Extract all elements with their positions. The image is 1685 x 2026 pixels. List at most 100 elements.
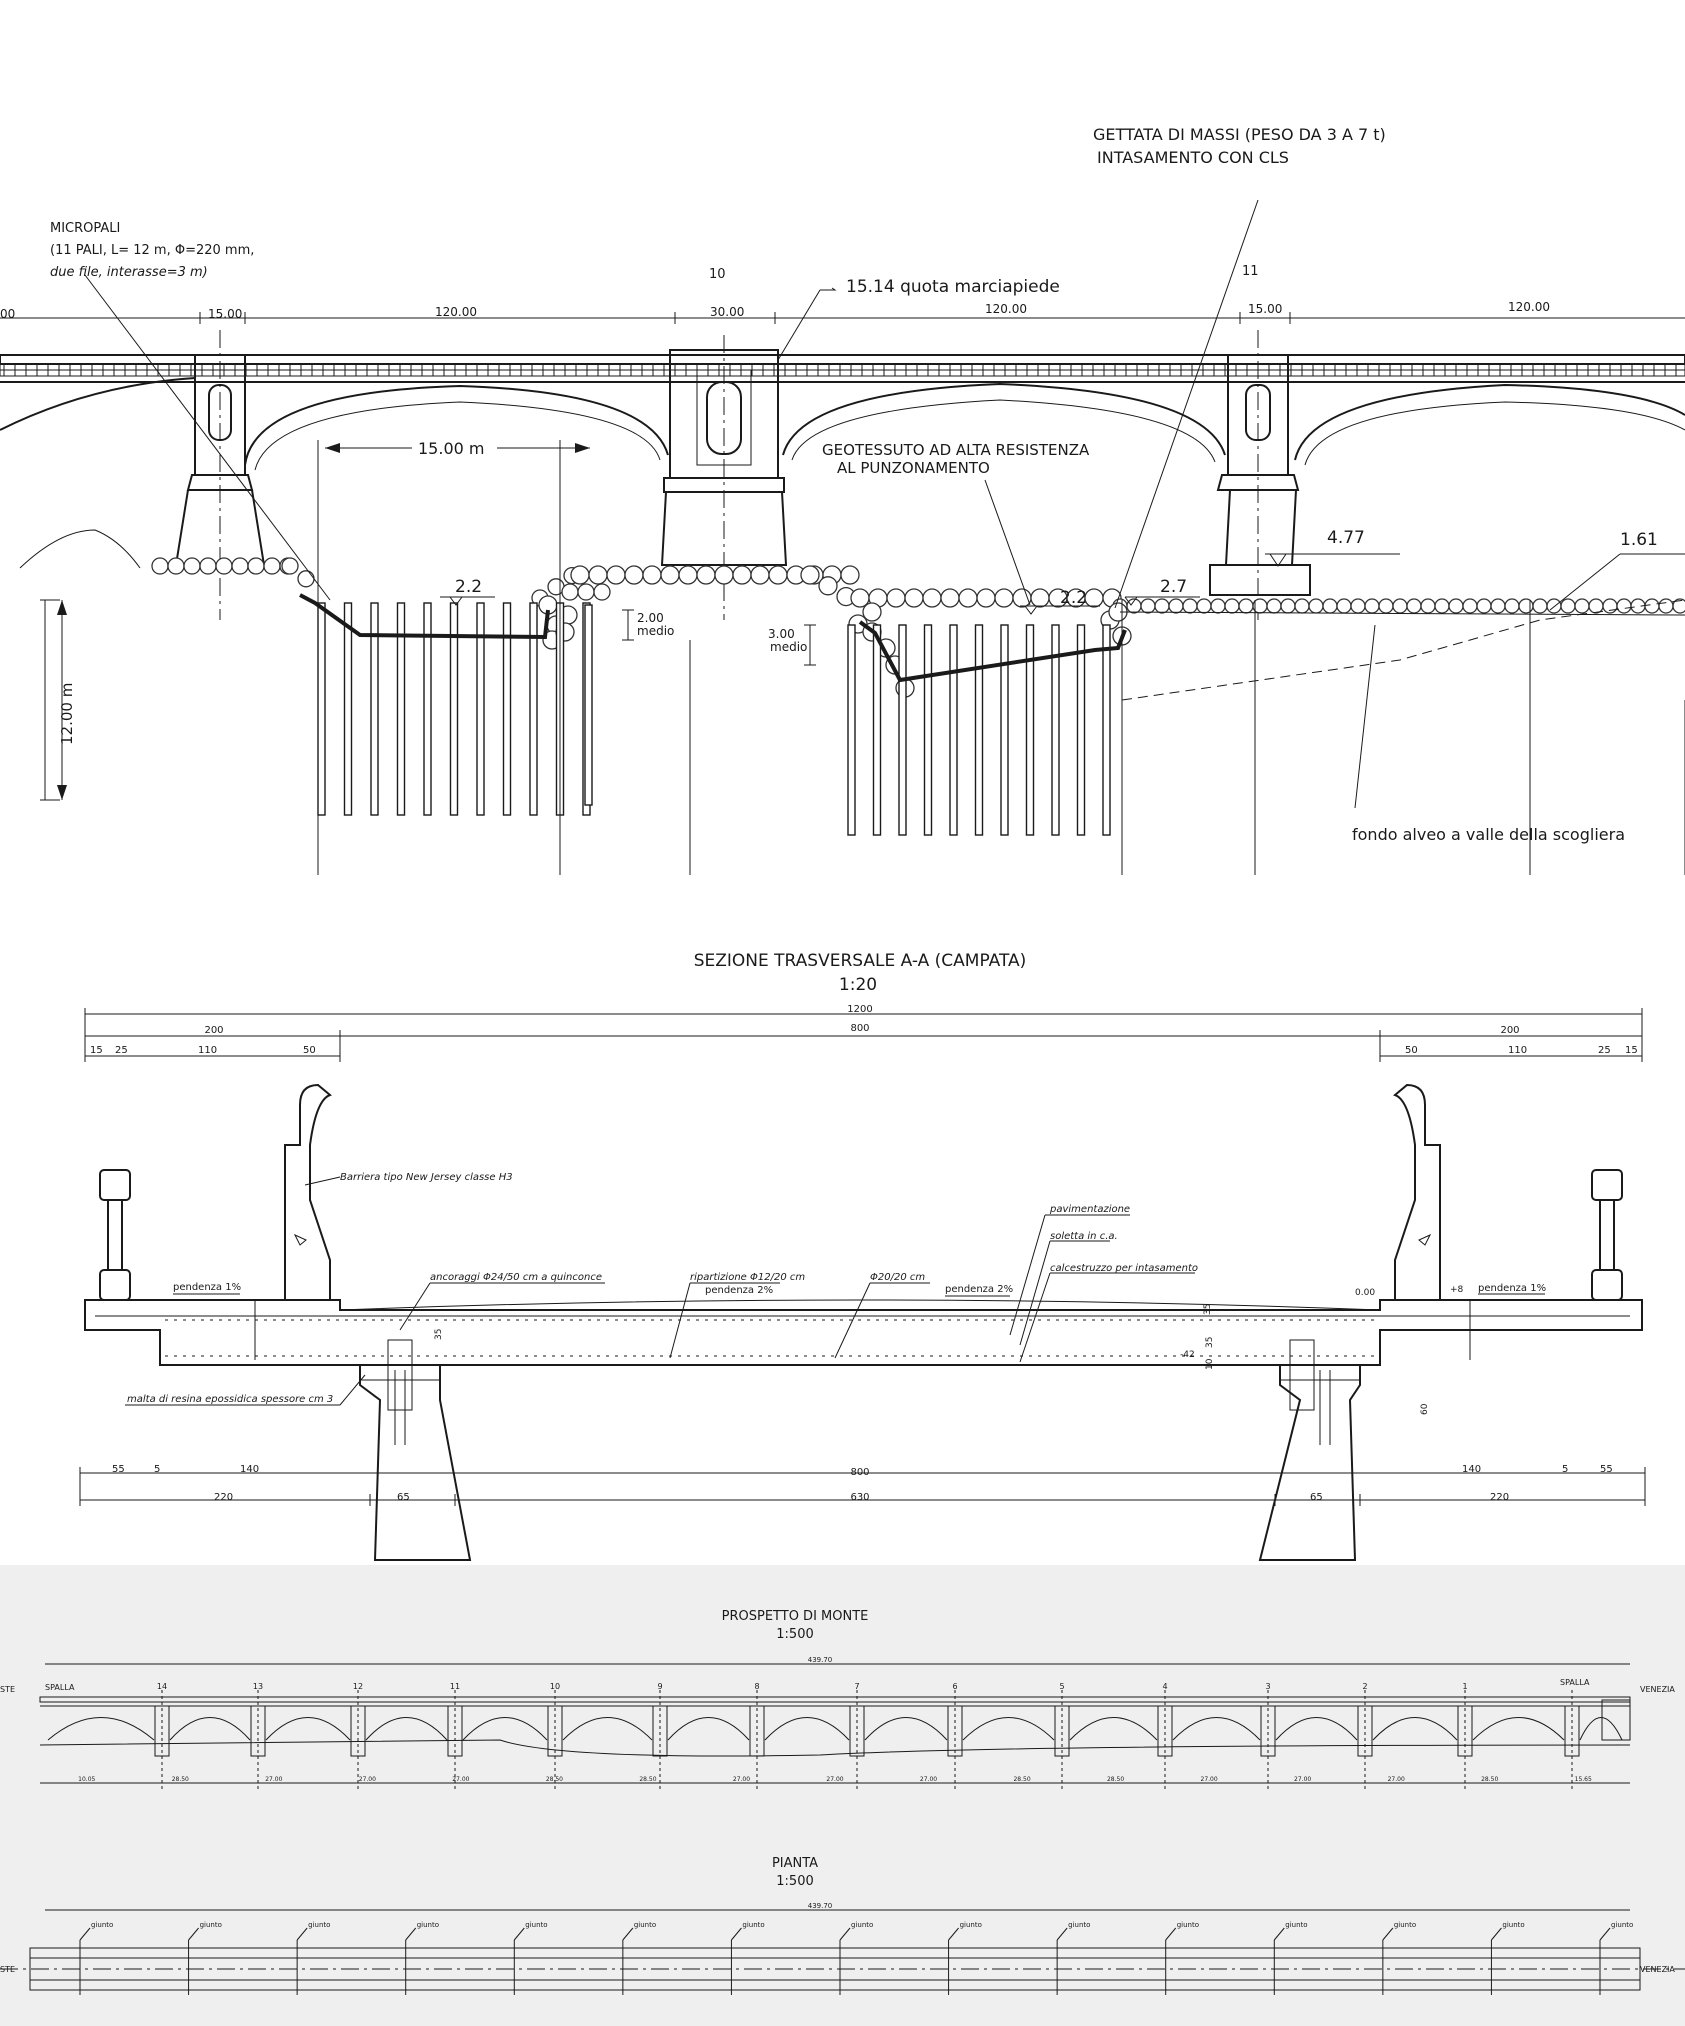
dim-120-b: 120.00 — [985, 302, 1027, 316]
prospetto-arch — [1069, 1717, 1158, 1741]
parapet-right — [1591, 1169, 1623, 1301]
pianta-joint-leader — [1382, 1927, 1394, 1941]
level-000: 0.00 — [1355, 1288, 1375, 1298]
level-4-77: 4.77 — [1327, 528, 1365, 548]
riprap-stone — [750, 565, 770, 585]
pianta-joint-leader — [948, 1927, 959, 1941]
riprap-stone — [281, 557, 299, 575]
level-2-7: 2.7 — [1160, 577, 1187, 597]
prospetto-span-value: 15.65 — [1575, 1776, 1592, 1783]
prospetto-span-value: 27.00 — [1294, 1776, 1311, 1783]
prospetto-total: 439.70 — [808, 1656, 833, 1664]
riprap-stone — [678, 565, 698, 585]
micropile — [1102, 624, 1111, 836]
riprap-stone — [1224, 598, 1240, 614]
prospetto-edge-left: STE — [0, 1685, 15, 1694]
micropile — [872, 624, 882, 836]
riprap-stone — [1154, 598, 1170, 614]
prospetto-span-value: 27.00 — [452, 1776, 469, 1783]
parapet-left — [99, 1169, 131, 1301]
riprap-stone — [1434, 598, 1450, 614]
section-title: SEZIONE TRASVERSALE A-A (CAMPATA) — [694, 951, 1027, 971]
pianta-joint-label: giunto — [634, 1921, 656, 1929]
prospetto-span-value: 27.00 — [826, 1776, 843, 1783]
prospetto-span-value: 27.00 — [1201, 1776, 1218, 1783]
riprap-stone — [1322, 598, 1338, 614]
micropile — [898, 624, 907, 836]
micropile — [317, 602, 326, 816]
prospetto-span-value: 28.50 — [1013, 1776, 1030, 1783]
photo-background — [0, 1565, 1685, 2026]
riprap-stone — [570, 565, 590, 585]
prospetto-arch — [1472, 1717, 1565, 1741]
prospetto-pier-number: 5 — [1059, 1682, 1064, 1691]
pianta-joint-label: giunto — [1177, 1921, 1199, 1929]
section-scale: 1:20 — [839, 975, 877, 995]
prospetto-pier-number: 11 — [450, 1682, 460, 1691]
riprap-stone — [714, 565, 734, 585]
prospetto-span-value: 28.50 — [546, 1776, 563, 1783]
riprap-stone — [994, 588, 1014, 608]
stone-bed-line — [1119, 611, 1685, 616]
depth-2-medio: medio — [637, 624, 674, 638]
depth-3-medio: medio — [770, 640, 807, 654]
micropile — [847, 624, 856, 836]
dim-200-left: 200 — [204, 1025, 223, 1036]
riprap-stone — [1350, 598, 1366, 614]
dim-15-left: 15.00 — [208, 307, 242, 321]
pianta-joint-label: giunto — [742, 1921, 764, 1929]
riprap-stone — [1644, 598, 1660, 614]
micropile — [1000, 624, 1009, 836]
prospetto-arch — [1579, 1717, 1623, 1741]
micropile — [974, 624, 984, 836]
prospetto-pier-number: 1 — [1462, 1682, 1467, 1691]
note-soletta: soletta in c.a. — [1050, 1231, 1118, 1242]
dim-15-l: 15 — [90, 1045, 103, 1056]
prospetto-arch — [47, 1717, 155, 1741]
riprap-stone — [886, 588, 906, 608]
riprap-stone — [976, 588, 996, 608]
pianta-joint-label: giunto — [200, 1921, 222, 1929]
riprap-stone — [1448, 598, 1464, 614]
pianta-joint-leader — [1165, 1927, 1177, 1941]
riprap-stone — [696, 565, 716, 585]
riprap-stone — [660, 565, 680, 585]
pianta-joint-leader — [839, 1927, 851, 1941]
riprap-stone — [1546, 598, 1562, 614]
riprap-stone — [215, 557, 233, 575]
riprap-stone — [1560, 598, 1576, 614]
prospetto-abutment — [1601, 1699, 1631, 1741]
prospetto-pier-number: 3 — [1265, 1682, 1270, 1691]
prospetto-pier-number: 10 — [550, 1682, 560, 1691]
dim-800-top: 800 — [850, 1023, 869, 1034]
prospetto-venezia: VENEZIA — [1640, 1685, 1675, 1694]
prospetto-arch — [562, 1717, 653, 1741]
cross-section-view: SEZIONE TRASVERSALE A-A (CAMPATA) 1:20 1… — [79, 951, 1646, 1561]
micropile — [584, 604, 593, 806]
note-barriera: Barriera tipo New Jersey classe H3 — [340, 1172, 513, 1183]
pianta-joint-leader — [79, 1927, 91, 1941]
depth-3: 3.00 — [768, 627, 795, 641]
prospetto-arch — [265, 1717, 351, 1741]
dim-5-r: 5 — [1562, 1464, 1568, 1475]
pianta-joint-leader — [1599, 1927, 1611, 1941]
riprap-stone — [1616, 598, 1632, 614]
prospetto-arch — [1275, 1717, 1358, 1741]
riprap-stone — [768, 565, 788, 585]
prospetto-ground — [39, 1739, 1631, 1757]
riprap-stone — [1532, 598, 1548, 614]
bank-mound — [19, 529, 141, 569]
gettata-label-2: INTASAMENTO CON CLS — [1097, 148, 1289, 167]
riprap-stone — [588, 565, 608, 585]
riprap-stone — [167, 557, 185, 575]
pianta-title: PIANTA — [772, 1856, 818, 1871]
prospetto-pier-number: 6 — [952, 1682, 957, 1691]
prospetto-span-value: 27.00 — [359, 1776, 376, 1783]
level-markers — [440, 553, 1685, 615]
prospetto-arch — [462, 1717, 548, 1741]
riprap-stone — [1280, 598, 1296, 614]
v35-right-b: 35 — [1205, 1337, 1215, 1348]
